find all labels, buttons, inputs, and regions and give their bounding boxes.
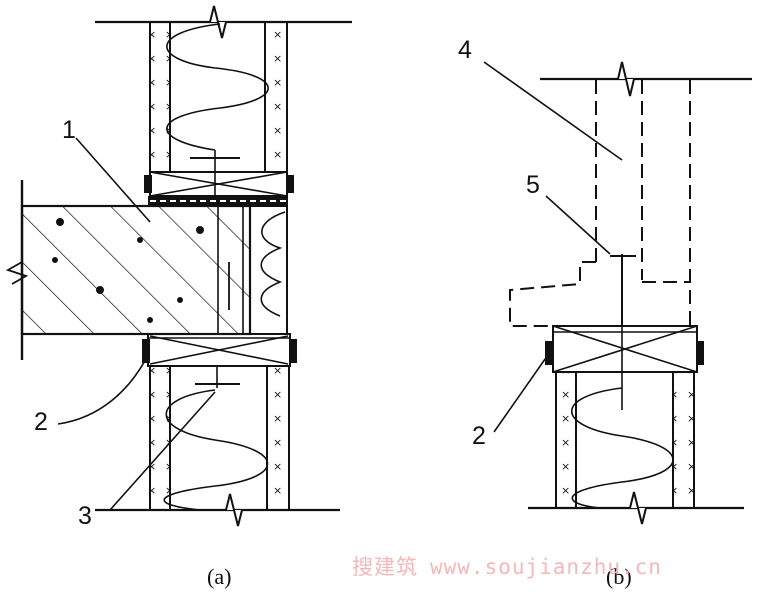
caption-view-b: (b) — [606, 564, 632, 589]
callout-2-view-b: 2 — [472, 422, 486, 450]
view-a — [5, 5, 352, 527]
watermark-url: www.soujianzhu.cn — [430, 555, 662, 579]
callout-5: 5 — [526, 171, 540, 199]
callout-3: 3 — [78, 502, 92, 530]
watermark: 搜建筑 www.soujianzhu.cn — [352, 557, 674, 578]
view-b — [483, 61, 752, 525]
upper-wall-a — [95, 5, 352, 197]
callout-2-view-a: 2 — [34, 408, 48, 436]
callout-4: 4 — [458, 36, 472, 64]
watermark-cn: 搜建筑 — [352, 555, 418, 579]
callout-1: 1 — [62, 116, 76, 144]
lower-wall-a — [95, 333, 340, 527]
caption-view-a: (a) — [207, 564, 232, 589]
